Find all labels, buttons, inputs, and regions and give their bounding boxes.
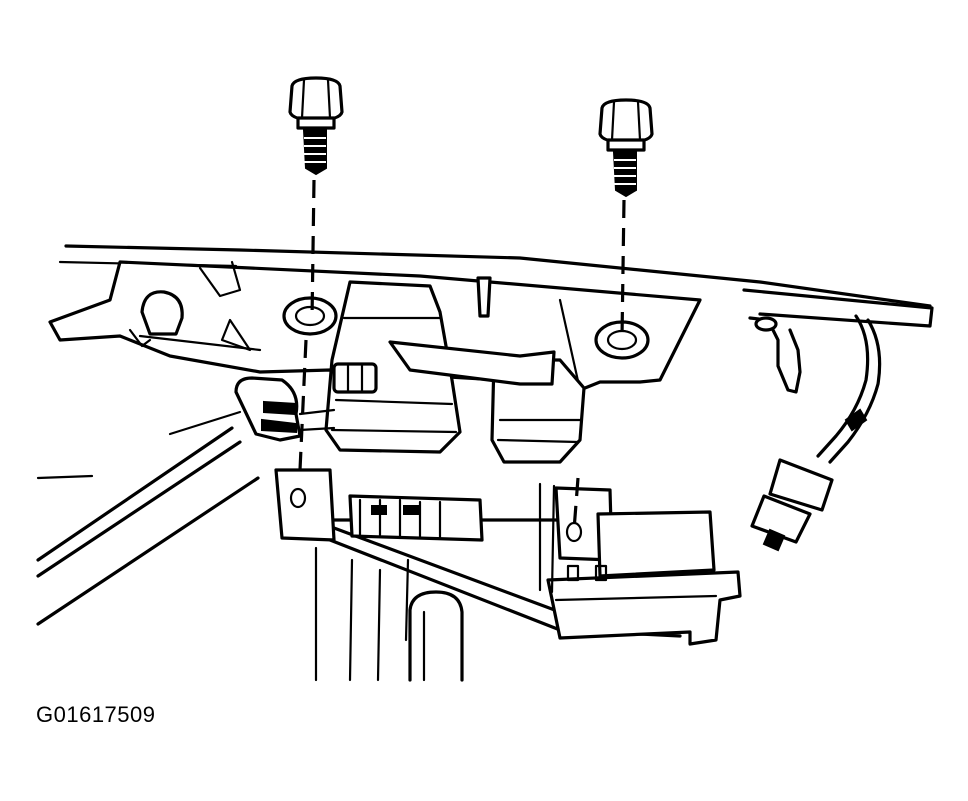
vehicle-body-lines xyxy=(36,244,934,682)
wiring-harness xyxy=(748,314,882,552)
figure-id-label: G01617509 xyxy=(36,702,156,727)
relay-box xyxy=(538,482,742,646)
installation-guide-lines xyxy=(298,179,626,531)
lower-clip xyxy=(234,376,336,442)
bolt-right xyxy=(598,98,654,198)
bolt-left xyxy=(288,76,344,176)
actuator-body xyxy=(324,280,586,464)
